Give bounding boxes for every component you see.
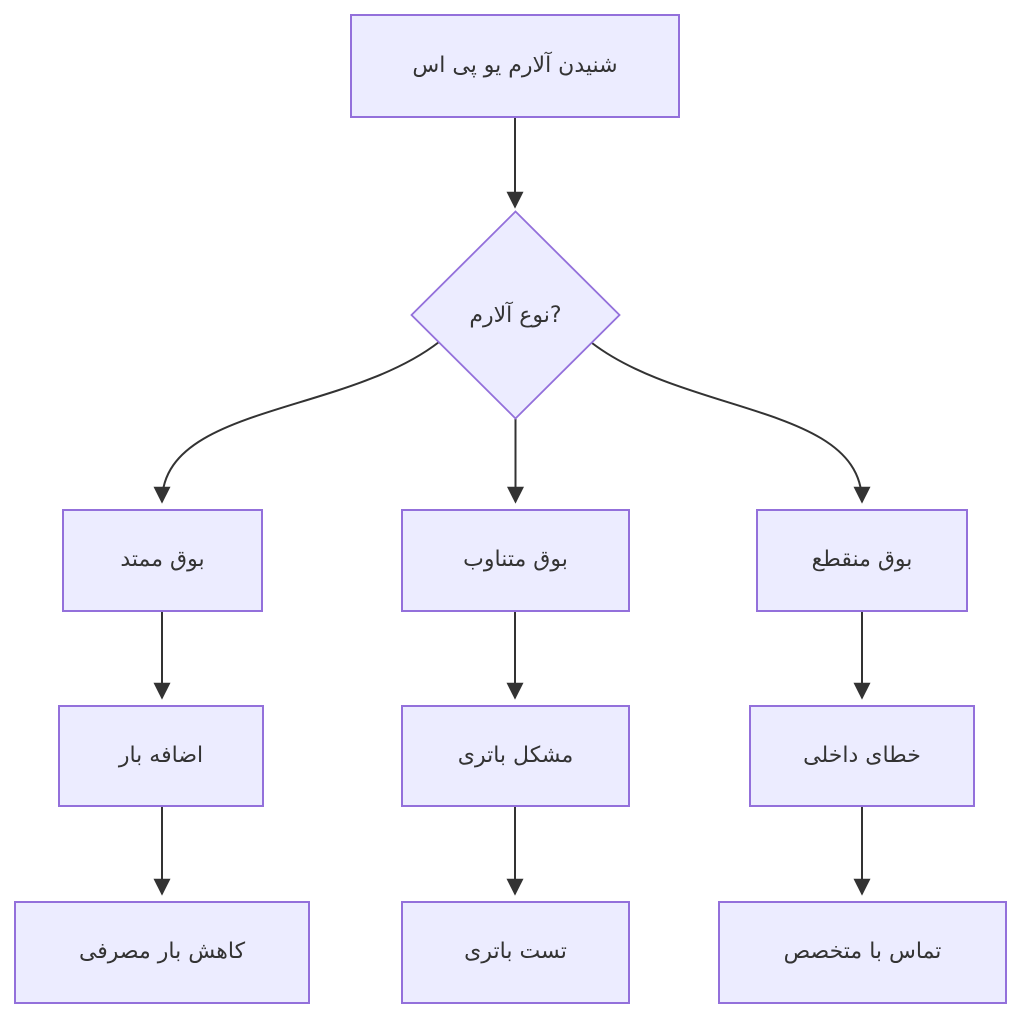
node-contact-specialist-label: تماس با متخصص (783, 939, 942, 965)
node-start-label: شنیدن آلارم یو پی اس (412, 52, 618, 78)
node-battery-problem-label: مشکل باتری (457, 742, 574, 768)
node-battery-test-label: تست باتری (464, 939, 567, 965)
node-overload: اضافه بار (58, 705, 264, 807)
node-battery-problem: مشکل باتری (401, 705, 630, 807)
node-beep-continuous: بوق ممتد (62, 509, 263, 612)
node-contact-specialist: تماس با متخصص (718, 901, 1007, 1004)
node-reduce-load: کاهش بار مصرفی (14, 901, 310, 1004)
node-beep-continuous-label: بوق ممتد (120, 547, 205, 573)
node-beep-intermittent: بوق منقطع (756, 509, 968, 612)
node-beep-intermittent-label: بوق منقطع (811, 547, 913, 573)
edge-decision-beep-intermittent (591, 342, 871, 504)
node-battery-test: تست باتری (401, 901, 630, 1004)
node-beep-alternating: بوق متناوب (401, 509, 630, 612)
node-overload-label: اضافه بار (118, 742, 204, 768)
node-internal-error-label: خطای داخلی (803, 742, 921, 768)
node-start: شنیدن آلارم یو پی اس (350, 14, 680, 118)
node-decision-diamond (410, 210, 621, 420)
node-decision-label: نوع آلارم? (469, 302, 562, 328)
edge-decision-beep-continuous (153, 341, 440, 504)
node-beep-alternating-label: بوق متناوب (463, 547, 568, 573)
node-reduce-load-label: کاهش بار مصرفی (78, 939, 246, 965)
node-internal-error: خطای داخلی (749, 705, 975, 807)
